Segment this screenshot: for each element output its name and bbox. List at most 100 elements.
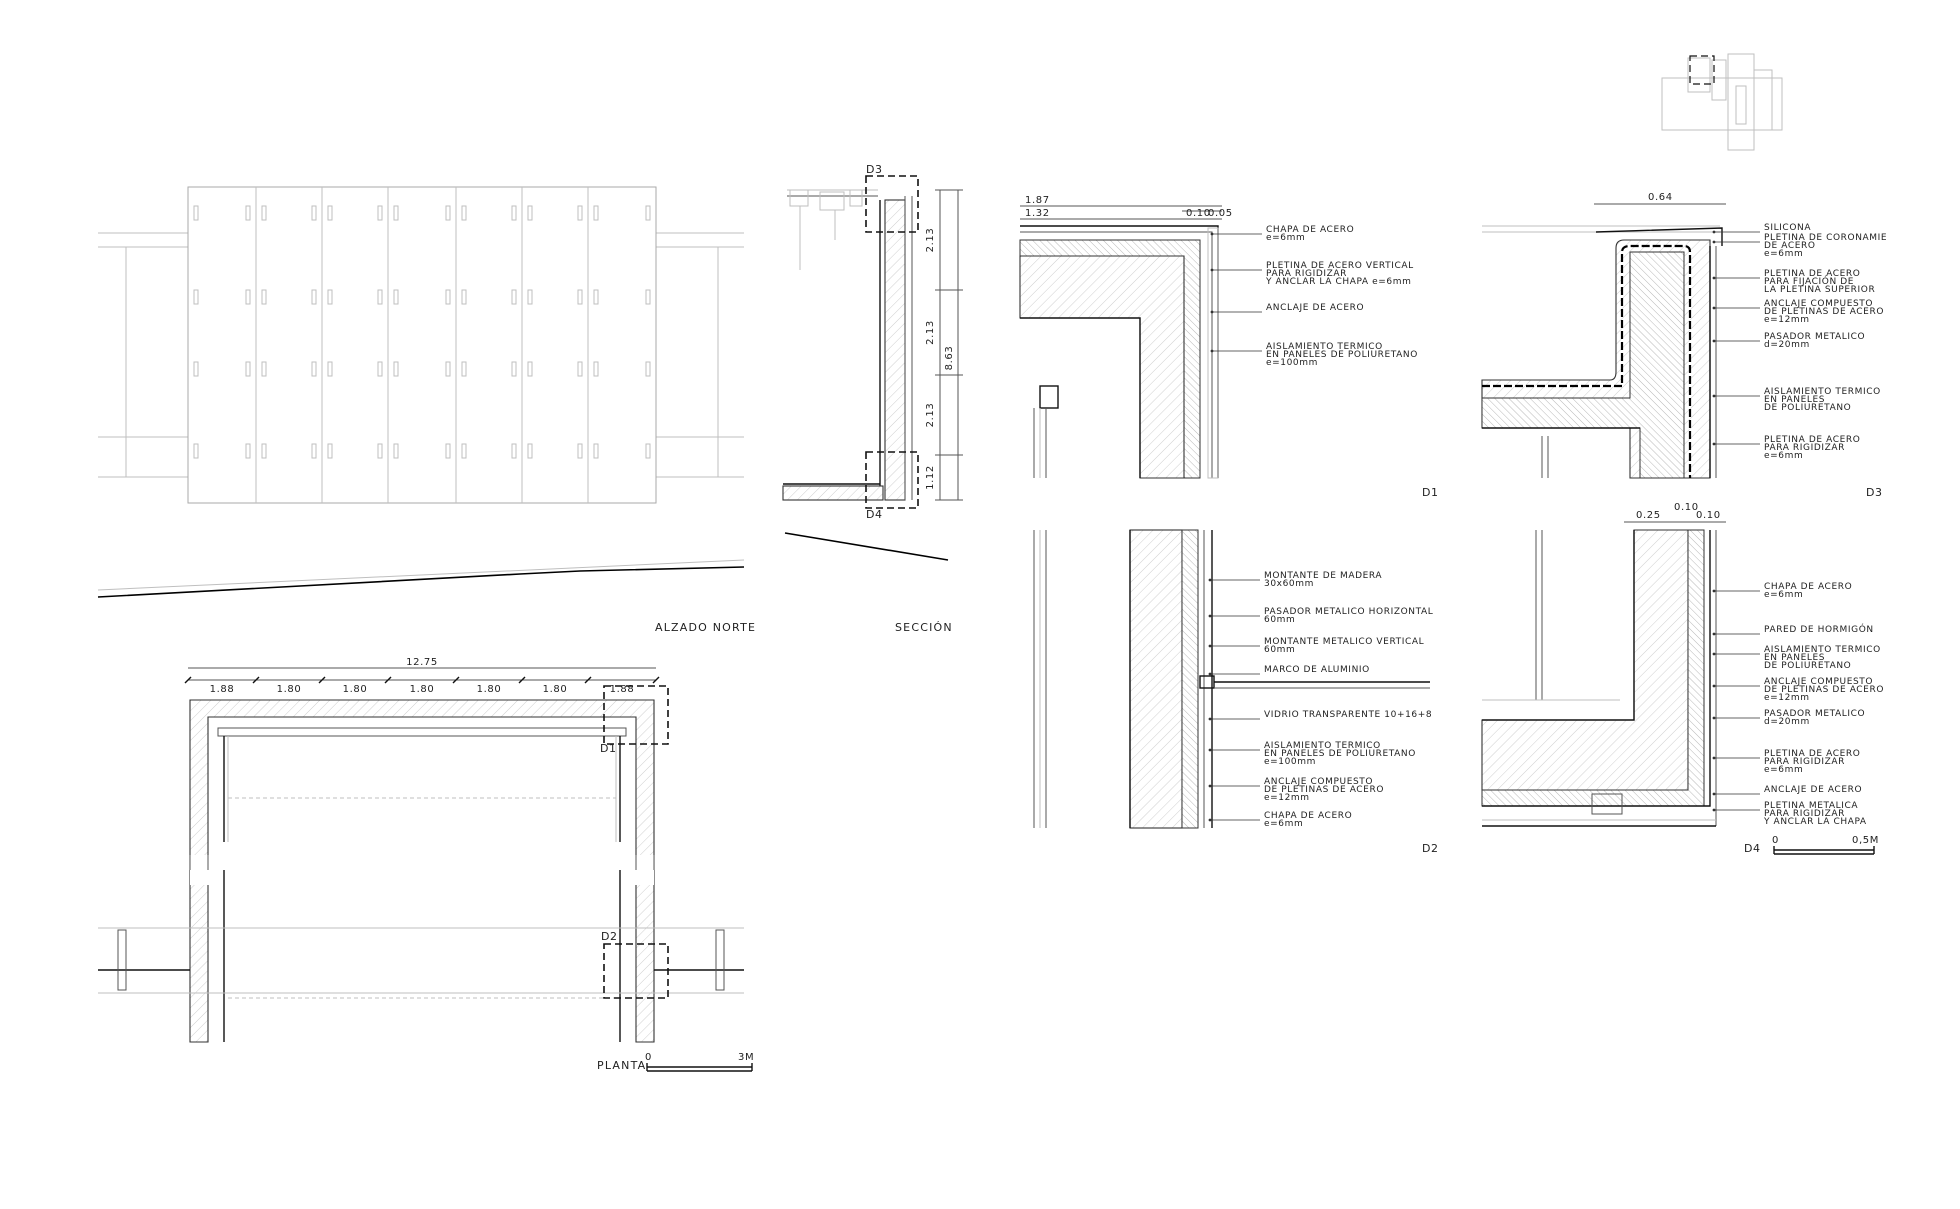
detail_d4-label: CHAPA DE ACERO [1764,582,1852,592]
detail_d4-label: PASADOR METALICO [1764,709,1865,719]
detail_d3-label: DE ACERO [1764,241,1816,251]
detail_d4-label: DE PLETINAS DE ACERO [1764,685,1884,695]
detail_d4-label: PARA RIGIDIZAR [1764,757,1845,767]
panel-fixing [511,205,517,221]
panel-fixing [445,361,451,377]
detail_d1-label: EN PANELES DE POLIURETANO [1266,350,1418,360]
panel-fixing [445,443,451,459]
panel-fixing [261,443,267,459]
detail_d4-label: PARED DE HORMIGÓN [1764,623,1874,635]
panel-fixing [445,205,451,221]
section-dim: 2.13 [925,403,936,428]
panel-fixing [393,205,399,221]
detail_d4-label: ANCLAJE COMPUESTO [1764,677,1873,687]
detail_d2-label: PASADOR METALICO HORIZONTAL [1264,607,1433,617]
panel-fixing [377,205,383,221]
panel-fixing [311,361,317,377]
panel-fixing [311,443,317,459]
detail_d4-label: AISLAMIENTO TERMICO [1764,645,1881,655]
panel-fixing [527,443,533,459]
section-total-dim: 8.63 [944,346,955,371]
detail-d4: 0.25 0.10 0.10 CHAPA DE ACEROe=6mmPARED … [1481,502,1884,855]
section-drawing: D3 D4 2.132.132.131.128.63 SECCIÓN [782,163,963,634]
d2-title: D2 [1422,842,1438,855]
panel-fixing [327,205,333,221]
panel-fixing [327,443,333,459]
panel-fixing [261,205,267,221]
panel-fixing [393,289,399,305]
panel-fixing [261,361,267,377]
d3-dim: 0.64 [1648,192,1673,203]
detail_d4-label: EN PANELES [1764,653,1825,663]
detail_d1-label: AISLAMIENTO TERMICO [1266,342,1383,352]
panel-fixing [193,289,199,305]
detail_d3-label: PLETINA DE ACERO [1764,269,1860,279]
detail_d1-label: PARA RIGIDIZAR [1266,269,1347,279]
plan-bay-dim: 1.80 [343,684,368,695]
detail_d2-label: 30x60mm [1264,579,1314,589]
plan-bay-dim: 1.80 [410,684,435,695]
panel-fixing [445,289,451,305]
detail_d4-label: e=12mm [1764,693,1810,703]
d1-title: D1 [1422,486,1438,499]
panel-fixing [645,289,651,305]
detail_d3-label: e=12mm [1764,315,1810,325]
detail_d4-label: Y ANCLAR LA CHAPA [1763,817,1867,827]
panel-fixing [245,443,251,459]
d4-dim-b: 0.10 [1674,502,1699,513]
panel-fixing [577,443,583,459]
detail_d3-label: e=6mm [1764,451,1803,461]
panel-fixing [593,289,599,305]
panel-fixing [645,361,651,377]
panel-fixing [377,289,383,305]
panel-fixing [511,361,517,377]
d1-dim-c: 0.10 [1186,208,1211,219]
panel-fixing [593,361,599,377]
panel-fixing [461,443,467,459]
detail_d2-label: CHAPA DE ACERO [1264,811,1352,821]
detail_d3-label: ANCLAJE COMPUESTO [1764,299,1873,309]
detail_d2-label: 60mm [1264,645,1295,655]
panel-fixing [511,443,517,459]
detail_d3-label: d=20mm [1764,340,1810,350]
panel-fixing [577,289,583,305]
panel-fixing [245,205,251,221]
detail_d3-label: EN PANELES [1764,395,1825,405]
detail_d1-label: ANCLAJE DE ACERO [1266,303,1364,313]
panel-fixing [645,443,651,459]
detail_d1-label: CHAPA DE ACERO [1266,225,1354,235]
detail_d2-label: MONTANTE DE MADERA [1264,571,1382,581]
detail_d4-label: e=6mm [1764,765,1803,775]
detail_d2-label: e=12mm [1264,793,1310,803]
panel-fixing [311,205,317,221]
detail_d3-label: PARA RIGIDIZAR [1764,443,1845,453]
panel-fixing [527,289,533,305]
plan-bay-dim: 1.80 [543,684,568,695]
panel-fixing [527,361,533,377]
key-plan [1661,53,1783,151]
detail_d3-label: SILICONA [1764,223,1811,233]
detail_d2-label: EN PANELES DE POLIURETANO [1264,749,1416,759]
section-dim: 1.12 [925,465,936,490]
detail-d1: 1.87 1.32 0.10 0.05 CHAPA DE ACEROe=6mmP… [1019,195,1438,499]
d4-title: D4 [1744,842,1760,855]
panel-fixing [461,361,467,377]
plan-scale-start: 0 [645,1052,652,1063]
detail_d2-label: MARCO DE ALUMINIO [1264,665,1370,675]
d1-dim-a: 1.87 [1025,195,1050,206]
panel-fixing [245,361,251,377]
panel-fixing [577,361,583,377]
detail_d2-label: e=100mm [1264,757,1316,767]
detail_d1-label: PLETINA DE ACERO VERTICAL [1266,261,1414,271]
detail_d2-label: 60mm [1264,615,1295,625]
panel-fixing [461,289,467,305]
d3-title: D3 [1866,486,1882,499]
detail_d2-label: VIDRIO TRANSPARENTE 10+16+8 [1264,710,1432,720]
panel-fixing [593,205,599,221]
detail_d3-label: PLETINA DE ACERO [1764,435,1860,445]
plan-scale-end: 3M [738,1052,754,1063]
tag-d3-section: D3 [866,163,882,176]
detail_d4-label: e=6mm [1764,590,1803,600]
tag-d1-plan: D1 [600,742,616,755]
detail_d2-label: e=6mm [1264,819,1303,829]
